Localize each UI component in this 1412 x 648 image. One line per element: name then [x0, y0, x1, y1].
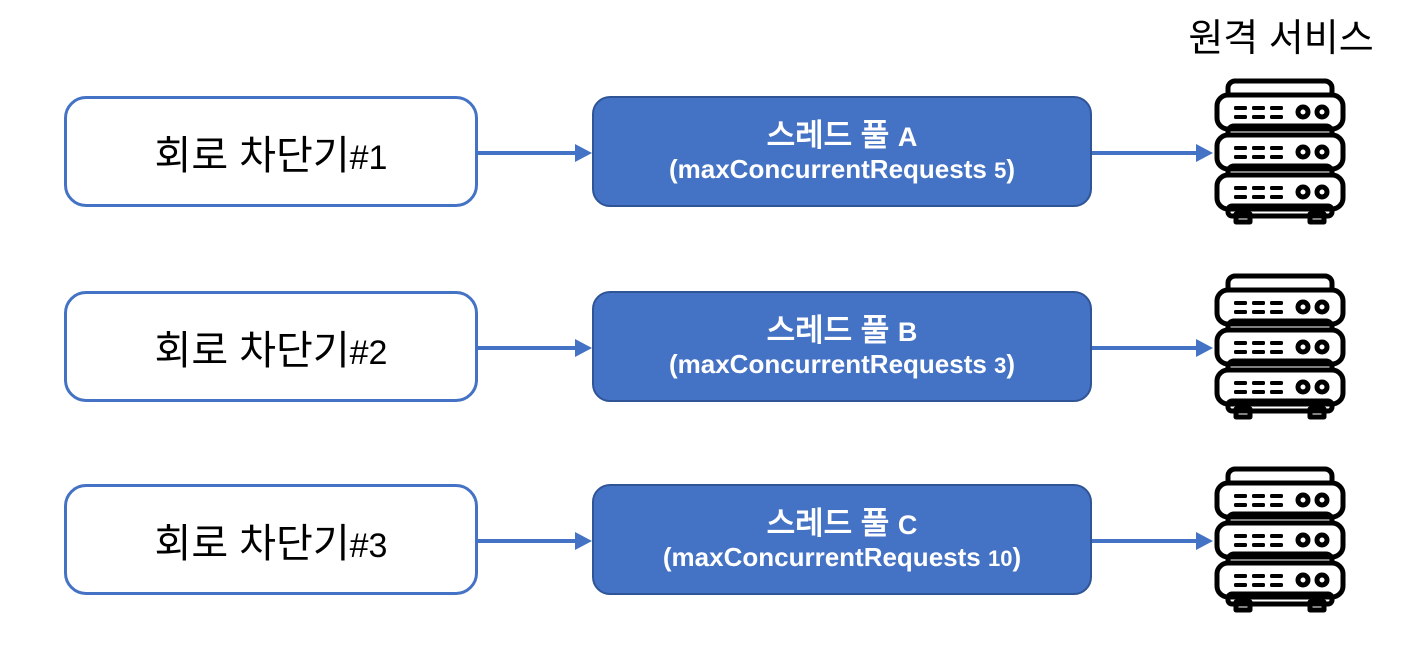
arrow-head	[1196, 532, 1213, 550]
thread-pool-param-prefix-1: (maxConcurrentRequests	[668, 153, 987, 184]
circuit-breaker-label-2: 회로 차단기#2	[155, 318, 388, 376]
circuit-breaker-label-3: 회로 차단기#3	[155, 511, 388, 569]
thread-pool-param-1: (maxConcurrentRequests 5)	[668, 153, 1015, 185]
arrow-pool-to-service-1	[1092, 142, 1214, 164]
circuit-breaker-index-1: #1	[349, 138, 388, 177]
thread-pool-title-1: 스레드 풀 A	[766, 117, 918, 153]
server-rack-icon-3	[1214, 466, 1346, 614]
arrow-shaft	[478, 539, 575, 543]
arrow-pool-to-service-3	[1092, 530, 1214, 552]
arrow-shaft	[1092, 539, 1196, 543]
arrow-shaft	[1092, 346, 1196, 350]
server-rack-icon-2	[1214, 273, 1346, 421]
thread-pool-param-3: (maxConcurrentRequests 10)	[662, 541, 1022, 573]
thread-pool-name-3: 스레드 풀	[766, 505, 890, 541]
arrow-pool-to-service-2	[1092, 337, 1214, 359]
thread-pool-param-suffix-3: )	[1012, 541, 1022, 572]
circuit-breaker-name-1: 회로 차단기	[154, 133, 350, 178]
arrow-breaker-to-pool-3	[478, 530, 592, 552]
thread-pool-title-2: 스레드 풀 B	[766, 312, 918, 348]
arrow-head	[575, 532, 592, 550]
thread-pool-name-1: 스레드 풀	[766, 117, 890, 153]
circuit-breaker-index-3: #3	[349, 526, 388, 565]
thread-pool-box-3[interactable]: 스레드 풀 C (maxConcurrentRequests 10)	[592, 484, 1092, 595]
thread-pool-title-3: 스레드 풀 C	[766, 505, 918, 541]
thread-pool-box-1[interactable]: 스레드 풀 A (maxConcurrentRequests 5)	[592, 96, 1092, 207]
circuit-breaker-box-1[interactable]: 회로 차단기#1	[64, 96, 478, 207]
arrow-breaker-to-pool-2	[478, 337, 592, 359]
thread-pool-param-2: (maxConcurrentRequests 3)	[668, 348, 1015, 380]
thread-pool-param-value-1: 5	[994, 157, 1007, 183]
arrow-shaft	[1092, 151, 1196, 155]
arrow-head	[575, 339, 592, 357]
thread-pool-param-suffix-2: )	[1006, 348, 1015, 379]
thread-pool-param-prefix-2: (maxConcurrentRequests	[668, 348, 987, 379]
server-rack-icon-1	[1214, 78, 1346, 226]
circuit-breaker-box-3[interactable]: 회로 차단기#3	[64, 484, 478, 595]
thread-pool-param-suffix-1: )	[1006, 153, 1015, 184]
circuit-breaker-label-1: 회로 차단기#1	[155, 123, 388, 181]
arrow-head	[1196, 339, 1213, 357]
thread-pool-name-2: 스레드 풀	[766, 312, 890, 348]
remote-service-title: 원격 서비스	[1188, 18, 1374, 60]
thread-pool-param-prefix-3: (maxConcurrentRequests	[662, 541, 981, 572]
arrow-breaker-to-pool-1	[478, 142, 592, 164]
thread-pool-box-2[interactable]: 스레드 풀 B (maxConcurrentRequests 3)	[592, 291, 1092, 402]
arrow-head	[575, 144, 592, 162]
thread-pool-param-value-2: 3	[994, 352, 1007, 378]
arrow-head	[1196, 144, 1213, 162]
arrow-shaft	[478, 151, 575, 155]
thread-pool-letter-2: B	[897, 316, 918, 347]
circuit-breaker-box-2[interactable]: 회로 차단기#2	[64, 291, 478, 402]
thread-pool-letter-1: A	[897, 121, 918, 152]
circuit-breaker-name-2: 회로 차단기	[154, 328, 350, 373]
circuit-breaker-name-3: 회로 차단기	[154, 521, 350, 566]
thread-pool-param-value-3: 10	[987, 545, 1013, 571]
thread-pool-letter-3: C	[897, 509, 918, 540]
circuit-breaker-index-2: #2	[349, 333, 388, 372]
arrow-shaft	[478, 346, 575, 350]
